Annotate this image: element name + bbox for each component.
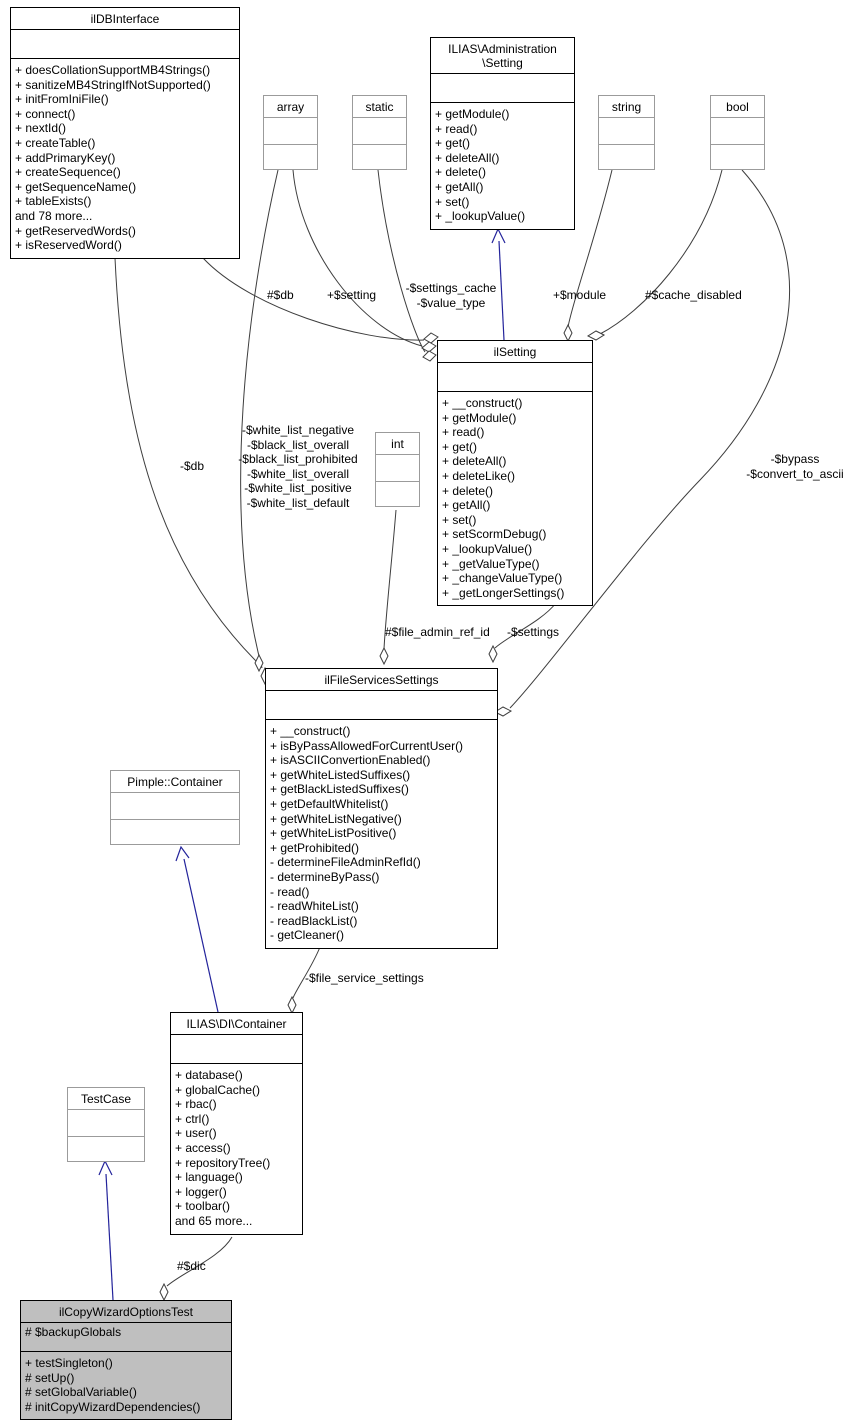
edge-bool-ilsetting bbox=[599, 169, 723, 335]
class-methods bbox=[711, 144, 764, 169]
class-title: ilSetting bbox=[493, 345, 537, 359]
edge-fss-dic bbox=[292, 946, 321, 999]
class-title: TestCase bbox=[80, 1092, 132, 1106]
edge-label-bypass-members: -$bypass-$convert_to_ascii bbox=[746, 452, 844, 481]
edge-static-ilsetting bbox=[377, 169, 426, 353]
arrowhead bbox=[175, 845, 190, 862]
inheritance-edges bbox=[98, 227, 506, 1301]
class-title: ilDBInterface bbox=[90, 12, 160, 26]
class-attributes bbox=[711, 117, 764, 144]
class-attributes bbox=[68, 1109, 144, 1136]
class-title: ILIAS\DI\Container bbox=[186, 1017, 287, 1031]
class-attributes bbox=[11, 29, 239, 58]
class-array: array bbox=[263, 95, 318, 170]
class-attributes bbox=[353, 117, 406, 144]
class-testcase: TestCase bbox=[67, 1087, 145, 1162]
class-methods: + doesCollationSupportMB4Strings()+ sani… bbox=[11, 58, 239, 258]
class-attributes bbox=[111, 792, 239, 819]
class-bool: bool bbox=[710, 95, 765, 170]
class-static: static bbox=[352, 95, 407, 170]
edge-label-settings-member: -$settings bbox=[507, 625, 560, 639]
edge-label-db-member: #$db bbox=[267, 288, 294, 302]
class-title: ILIAS\Administration\Setting bbox=[448, 42, 557, 70]
edge-ilsetting-extends-adminsetting bbox=[498, 240, 505, 341]
class-attributes bbox=[264, 117, 317, 144]
class-methods: + __construct()+ isByPassAllowedForCurre… bbox=[266, 719, 497, 948]
class-methods bbox=[68, 1136, 144, 1161]
class-ilcopywizardoptionstest[interactable]: ilCopyWizardOptionsTest # $backupGlobals… bbox=[20, 1300, 232, 1421]
class-ilsetting[interactable]: ilSetting + __construct()+ getModule()+ … bbox=[437, 340, 593, 607]
class-attributes bbox=[376, 454, 419, 481]
edge-string-ilsetting bbox=[567, 169, 613, 328]
class-methods bbox=[264, 144, 317, 169]
edge-array-ilsetting bbox=[292, 169, 423, 347]
arrowhead bbox=[98, 1159, 113, 1176]
class-attributes bbox=[266, 690, 497, 719]
class-ildbinterface[interactable]: ilDBInterface + doesCollationSupportMB4S… bbox=[10, 7, 240, 259]
class-ilias-administration-setting[interactable]: ILIAS\Administration\Setting + getModule… bbox=[430, 37, 575, 230]
class-title: ilCopyWizardOptionsTest bbox=[58, 1305, 194, 1319]
class-int: int bbox=[375, 432, 420, 507]
class-methods: + __construct()+ getModule()+ read()+ ge… bbox=[438, 391, 592, 605]
edge-array-fss bbox=[240, 169, 279, 669]
edge-ildb-fss bbox=[114, 257, 257, 662]
class-methods bbox=[353, 144, 406, 169]
edge-dic-test bbox=[166, 1236, 233, 1287]
class-title: Pimple::Container bbox=[127, 775, 223, 789]
edge-bool-fss bbox=[509, 169, 791, 709]
class-title: bool bbox=[726, 100, 749, 114]
class-title: array bbox=[276, 100, 305, 114]
class-title: ilFileServicesSettings bbox=[324, 673, 439, 687]
edge-label-whitelist-members: -$white_list_negative-$black_list_overal… bbox=[238, 423, 358, 510]
class-methods: + testSingleton()# setUp()# setGlobalVar… bbox=[21, 1351, 231, 1419]
edge-ildb-ilsetting bbox=[202, 257, 425, 341]
class-title: int bbox=[391, 437, 404, 451]
class-string: string bbox=[598, 95, 655, 170]
aggregation-edges bbox=[114, 169, 791, 1287]
arrowhead bbox=[491, 227, 506, 244]
edge-int-fss bbox=[383, 509, 397, 650]
class-methods bbox=[376, 481, 419, 506]
edge-ilsetting-fss bbox=[494, 602, 557, 649]
edge-label-dic-member: #$dic bbox=[177, 1259, 206, 1273]
class-methods bbox=[111, 819, 239, 844]
class-title: string bbox=[611, 100, 642, 114]
edge-label-db-fss-member: -$db bbox=[180, 459, 205, 473]
edge-label-setting-member: +$setting bbox=[327, 288, 377, 302]
class-ilias-di-container[interactable]: ILIAS\DI\Container + database()+ globalC… bbox=[170, 1012, 303, 1235]
class-attributes bbox=[599, 117, 654, 144]
edge-label-file-admin-ref-id: #$file_admin_ref_id bbox=[385, 625, 490, 639]
edge-label-file-service-settings: -$file_service_settings bbox=[305, 971, 424, 985]
class-attributes bbox=[171, 1034, 302, 1063]
class-methods bbox=[599, 144, 654, 169]
class-pimple-container: Pimple::Container bbox=[110, 770, 240, 845]
class-attributes: # $backupGlobals bbox=[21, 1322, 231, 1351]
class-methods: + getModule()+ read()+ get()+ deleteAll(… bbox=[431, 102, 574, 229]
edge-dic-extends-pimple bbox=[183, 858, 219, 1013]
class-attributes bbox=[438, 362, 592, 391]
class-attributes bbox=[431, 73, 574, 102]
class-ilfileservicessettings[interactable]: ilFileServicesSettings + __construct()+ … bbox=[265, 668, 498, 949]
edge-label-settings-cache-value-type: -$settings_cache-$value_type bbox=[405, 281, 497, 310]
edge-label-cache-disabled: #$cache_disabled bbox=[645, 288, 742, 302]
class-title: static bbox=[365, 100, 394, 114]
edge-test-extends-testcase bbox=[105, 1173, 114, 1301]
class-methods: + database()+ globalCache()+ rbac()+ ctr… bbox=[171, 1063, 302, 1234]
edge-label-module-member: +$module bbox=[553, 288, 607, 302]
